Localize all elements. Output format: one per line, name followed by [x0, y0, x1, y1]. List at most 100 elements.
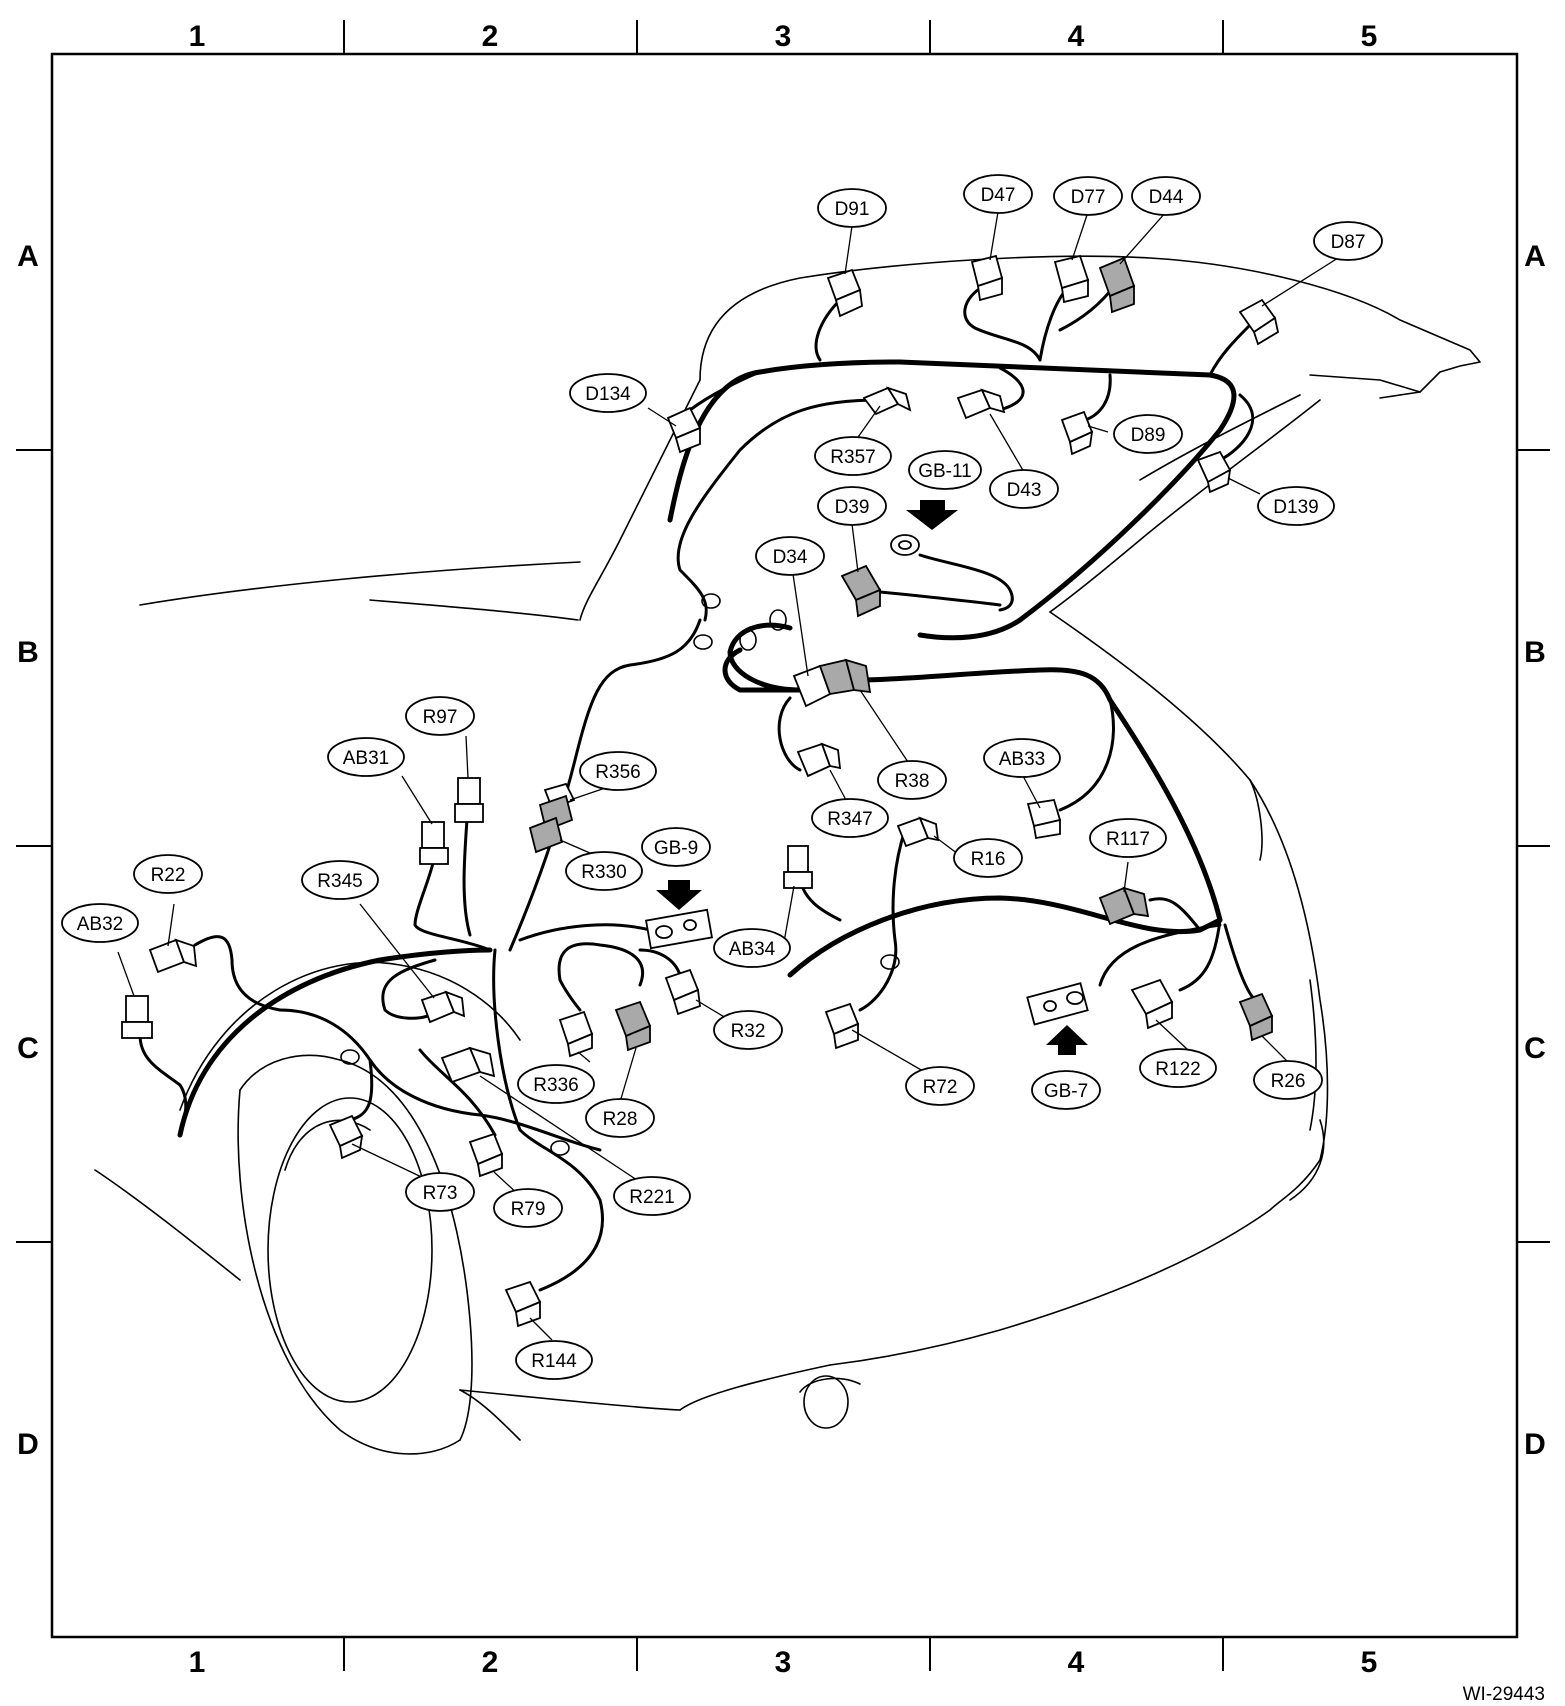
callout-label: D87: [1331, 232, 1366, 253]
callout-label: D134: [585, 384, 631, 405]
callout-r336: R336: [517, 1064, 595, 1104]
callout-r144: R144: [515, 1340, 593, 1380]
callout-label: AB31: [343, 748, 389, 769]
grid-row-label: C: [17, 1032, 39, 1065]
callout-d134: D134: [569, 373, 647, 413]
callout-d47: D47: [963, 174, 1033, 214]
diagram-frame: [16, 20, 1550, 1671]
callout-label: GB-9: [654, 838, 698, 859]
grid-row-label: C: [1524, 1032, 1546, 1065]
grid-row-label: B: [1524, 636, 1546, 669]
callout-r345: R345: [301, 860, 379, 900]
callout-label: R26: [1271, 1071, 1306, 1092]
callout-label: D91: [835, 199, 870, 220]
grid-column-label: 2: [482, 1646, 499, 1679]
callout-label: R97: [423, 707, 458, 728]
callout-r16: R16: [953, 838, 1023, 878]
callout-r26: R26: [1253, 1060, 1323, 1100]
callout-label: R16: [971, 849, 1006, 870]
ground-point-gb11: [890, 500, 958, 556]
grid-row-label: D: [17, 1428, 39, 1461]
callout-label: R330: [581, 862, 626, 883]
callout-gb11: GB-11: [908, 450, 982, 490]
callout-label: D139: [1273, 497, 1318, 518]
grid-column-label: 4: [1068, 1646, 1085, 1679]
callout-label: R32: [731, 1021, 766, 1042]
callout-label: D39: [835, 497, 870, 518]
callout-label: AB32: [77, 914, 123, 935]
callout-label: R117: [1106, 829, 1150, 850]
callout-label: R122: [1155, 1059, 1200, 1080]
grid-row-label: B: [17, 636, 39, 669]
callout-r38: R38: [877, 760, 947, 800]
callout-label: R336: [533, 1075, 578, 1096]
grid-row-label: A: [1524, 240, 1546, 273]
callout-r117: R117: [1089, 818, 1167, 858]
callout-label: GB-11: [918, 461, 972, 482]
callout-d44: D44: [1131, 176, 1201, 216]
callout-r79: R79: [493, 1188, 563, 1228]
callout-d77: D77: [1053, 176, 1123, 216]
callout-d91: D91: [817, 188, 887, 228]
grid-column-label: 3: [775, 20, 792, 53]
wire-harness-branches: [138, 283, 1257, 1292]
callout-r28: R28: [585, 1098, 655, 1138]
grid-row-label: D: [1524, 1428, 1546, 1461]
callout-r22: R22: [133, 854, 203, 894]
callout-label: R72: [923, 1077, 958, 1098]
grid-column-label: 4: [1068, 20, 1085, 53]
callout-label: R347: [827, 809, 872, 830]
callout-label: GB-7: [1044, 1081, 1088, 1102]
callout-label: R144: [531, 1351, 577, 1372]
connectors: [121, 254, 1280, 1328]
callout-label: R28: [603, 1109, 638, 1130]
grid-column-label: 5: [1361, 1646, 1378, 1679]
callout-r221: R221: [613, 1176, 691, 1216]
ground-point-gb9: [644, 880, 714, 950]
vehicle-body-outline: [94, 255, 1481, 1455]
callout-label: D89: [1131, 425, 1166, 446]
callout-d87: D87: [1313, 221, 1383, 261]
callout-label: D47: [981, 185, 1016, 206]
figure-id: WI-29443: [1463, 1684, 1545, 1705]
callout-gb9: GB-9: [641, 827, 711, 867]
callout-r357: R357: [814, 436, 892, 476]
callout-d89: D89: [1113, 414, 1183, 454]
callout-r122: R122: [1139, 1048, 1217, 1088]
grid-column-label: 5: [1361, 20, 1378, 53]
callout-r330: R330: [565, 851, 643, 891]
callout-ab32: AB32: [61, 903, 139, 943]
callout-r97: R97: [405, 696, 475, 736]
callout-ab31: AB31: [327, 737, 405, 777]
callout-ab34: AB34: [713, 928, 791, 968]
callout-r73: R73: [405, 1172, 475, 1212]
callout-label: D44: [1149, 187, 1184, 208]
callout-label: AB34: [729, 939, 776, 960]
callout-label: R38: [895, 771, 930, 792]
callout-label: R73: [423, 1183, 458, 1204]
callout-ab33: AB33: [983, 738, 1061, 778]
callout-r347: R347: [811, 798, 889, 838]
callout-label: D34: [773, 547, 808, 568]
callout-label: R356: [595, 762, 640, 783]
grommets: [340, 593, 900, 1156]
wire-harness-main: [177, 359, 1237, 1138]
callout-label: R345: [317, 871, 362, 892]
callout-label: R357: [830, 447, 875, 468]
callout-label: R22: [151, 865, 186, 886]
callout-label: R221: [629, 1187, 674, 1208]
callout-r356: R356: [579, 751, 657, 791]
callout-label: R79: [511, 1199, 546, 1220]
grid-column-label: 1: [189, 1646, 206, 1679]
callout-label: AB33: [999, 749, 1045, 770]
callout-r32: R32: [713, 1010, 783, 1050]
grid-column-label: 2: [482, 20, 499, 53]
grid-column-label: 3: [775, 1646, 792, 1679]
callout-gb7: GB-7: [1031, 1070, 1101, 1110]
ground-point-gb7: [1026, 982, 1089, 1055]
callout-d34: D34: [755, 536, 825, 576]
grid-column-label: 1: [189, 20, 206, 53]
callout-label: D43: [1007, 480, 1042, 501]
leader-lines: [117, 211, 1339, 1341]
callout-label: D77: [1071, 187, 1106, 208]
